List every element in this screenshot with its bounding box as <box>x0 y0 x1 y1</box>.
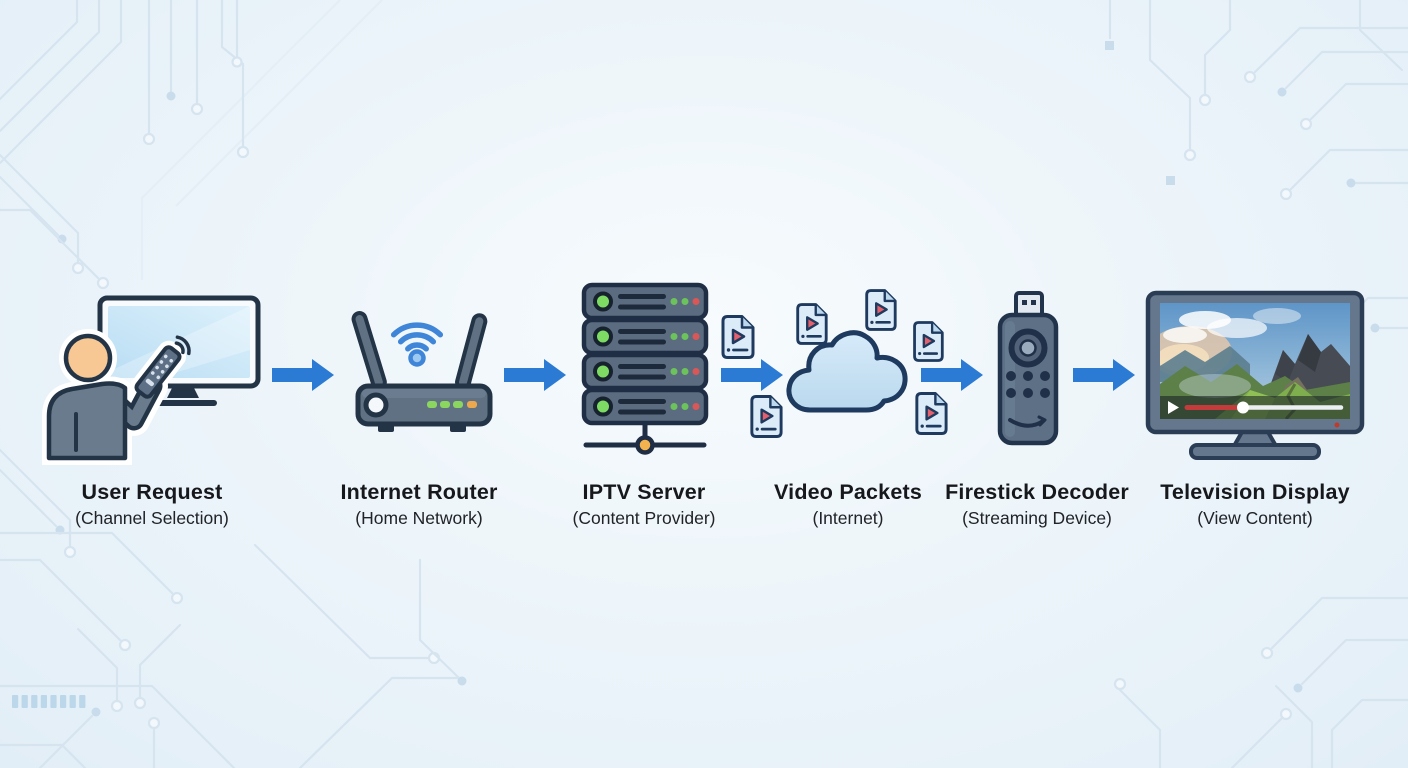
wifi-router-icon <box>350 300 498 435</box>
video-packet-file-icon <box>721 315 755 359</box>
server-network-base <box>583 423 707 455</box>
video-packet-file-icon <box>913 321 944 362</box>
firestick-nav-ring <box>1008 328 1048 368</box>
video-packet-file-icon <box>915 392 948 435</box>
tv-screen-landscape <box>1160 303 1350 419</box>
stage-subtitle: (Channel Selection) <box>75 508 229 528</box>
stage-subtitle: (Streaming Device) <box>962 508 1112 528</box>
stage-label-iptv-server: IPTV Server (Content Provider) <box>573 480 716 529</box>
stage-label-television-display: Television Display (View Content) <box>1160 480 1350 529</box>
dash-row-decoration <box>12 695 86 708</box>
stage-subtitle: (Internet) <box>812 508 884 528</box>
stage-label-internet-router: Internet Router (Home Network) <box>340 480 497 529</box>
stage-subtitle: (View Content) <box>1197 508 1313 528</box>
remote-signal-icon <box>174 335 191 356</box>
progress-knob <box>1237 401 1249 414</box>
router-led-lights <box>427 401 477 408</box>
stage-subtitle: (Home Network) <box>355 508 483 528</box>
cloud-icon <box>786 330 908 413</box>
stage-title: Television Display <box>1160 480 1350 504</box>
video-packet-file-icon <box>750 395 783 438</box>
stage-title: User Request <box>81 480 223 504</box>
person-figure <box>42 329 191 465</box>
stage-title: Video Packets <box>773 480 923 504</box>
tv-stand-base <box>1189 443 1321 460</box>
stage-label-user-request: User Request (Channel Selection) <box>75 480 229 529</box>
video-packet-file-icon <box>796 303 828 345</box>
cloud-with-video-packet-files-icon <box>700 282 990 447</box>
arrow-right-icon <box>921 357 985 393</box>
amazon-smile-icon <box>1008 415 1047 428</box>
wifi-signal-icon <box>390 322 444 367</box>
play-button-icon <box>1168 401 1179 414</box>
stage-label-video-packets: Video Packets (Internet) <box>774 480 922 529</box>
stage-title: Internet Router <box>340 480 498 504</box>
arrow-right-icon <box>504 357 568 393</box>
firestick-streaming-stick-icon <box>993 288 1065 450</box>
arrow-right-icon <box>272 357 336 393</box>
stage-label-firestick-decoder: Firestick Decoder (Streaming Device) <box>945 480 1129 529</box>
stage-subtitle: (Content Provider) <box>572 508 716 528</box>
stage-title: Firestick Decoder <box>945 480 1129 504</box>
person-with-remote-and-tv-icon <box>42 290 267 465</box>
stage-title: IPTV Server <box>582 480 706 504</box>
router-port <box>363 392 389 418</box>
remote-control-icon <box>134 345 182 399</box>
power-led <box>1334 422 1340 428</box>
arrow-right-icon <box>1073 357 1137 393</box>
arrow-right-icon <box>721 357 785 393</box>
television-playing-video-icon <box>1145 290 1365 462</box>
server-rack-icon <box>578 282 712 455</box>
video-player-controls <box>1160 396 1350 419</box>
server-units <box>581 282 709 426</box>
video-packet-file-icon <box>865 289 897 331</box>
firestick-buttons <box>1006 371 1050 398</box>
tv-icon <box>97 295 261 406</box>
